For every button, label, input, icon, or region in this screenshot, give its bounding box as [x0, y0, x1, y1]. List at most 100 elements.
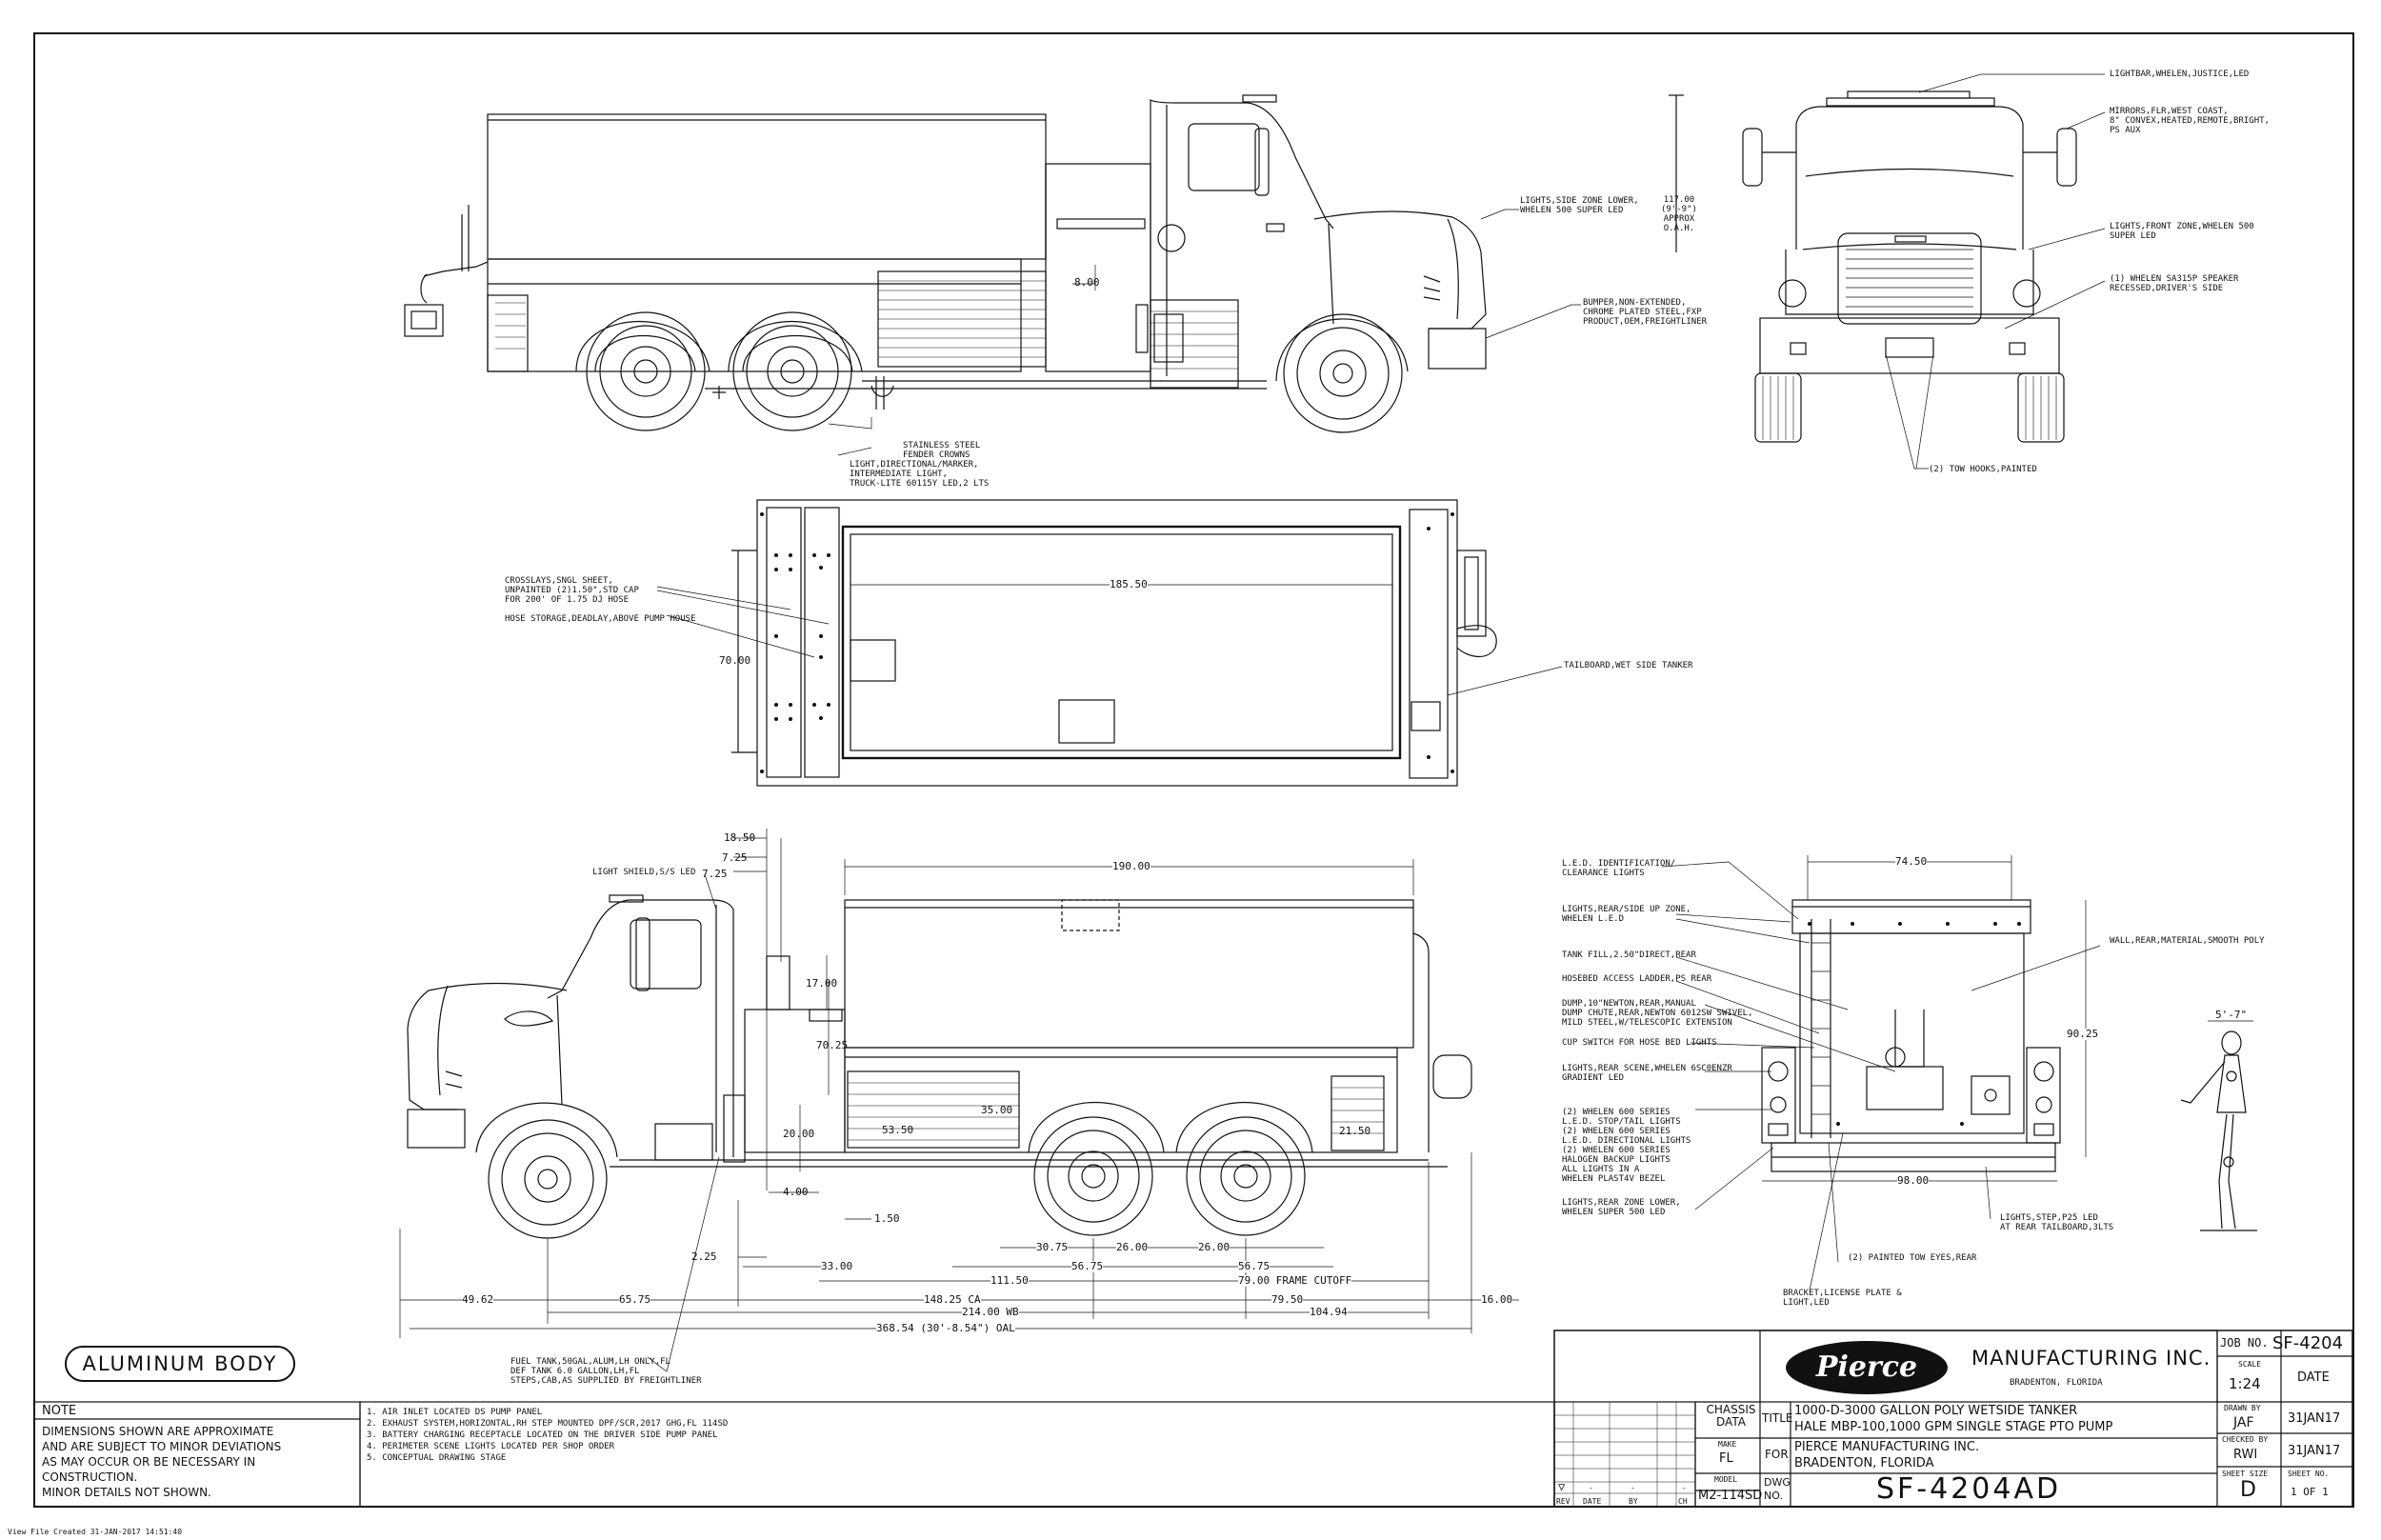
drawn-by-label: DRAWN BY — [2224, 1404, 2261, 1412]
rev-header-ch: CH — [1678, 1497, 1688, 1506]
callout-hose-storage: HOSE STORAGE,DEADLAY,ABOVE PUMP HOUSE — [505, 614, 696, 624]
footer-created: View File Created 31-JAN-2017 14:51:40 — [8, 1528, 183, 1536]
dim-1-50: 1.50 — [874, 1212, 900, 1225]
rev-header-date: DATE — [1583, 1497, 1602, 1506]
dim-16: 16.00 — [1481, 1293, 1513, 1306]
dim-111-50: 111.50 — [990, 1274, 1029, 1287]
callout-side-zone-lights: LIGHTS,SIDE ZONE LOWER, WHELEN 500 SUPER… — [1520, 196, 1639, 215]
callout-tank-fill: TANK FILL,2.50"DIRECT,REAR — [1562, 950, 1696, 960]
dim-98: 98.00 — [1897, 1174, 1930, 1187]
callout-fuel-tank: FUEL TANK,50GAL,ALUM,LH ONLY,FL DEF TANK… — [510, 1357, 702, 1386]
dim-65-75: 65.75 — [619, 1293, 651, 1306]
drawn-date: 31JAN17 — [2288, 1411, 2341, 1426]
dim-148-25-ca: 148.25 CA — [924, 1293, 981, 1306]
callout-mirrors: MIRRORS,FLR,WEST COAST, 8" CONVEX,HEATED… — [2110, 107, 2270, 135]
dim-70: 70.00 — [719, 654, 751, 667]
drawn-by: JAF — [2233, 1415, 2254, 1430]
rev-value-by: - — [1631, 1484, 1635, 1492]
rear-view-leaders — [1661, 861, 2101, 1291]
callout-rear-side-up-zone: LIGHTS,REAR/SIDE UP ZONE, WHELEN L.E.D — [1562, 905, 1691, 924]
model-label: MODEL — [1714, 1475, 1738, 1484]
aluminum-body-label: ALUMINUM BODY — [65, 1346, 295, 1382]
callout-directional-light: LIGHT,DIRECTIONAL/MARKER, INTERMEDIATE L… — [850, 460, 990, 489]
general-note-4: 4. PERIMETER SCENE LIGHTS LOCATED PER SH… — [367, 1442, 615, 1451]
callout-dump: DUMP,10"NEWTON,REAR,MANUAL DUMP CHUTE,RE… — [1562, 999, 1753, 1028]
sheet-border — [33, 32, 2354, 1508]
dim-214-wb: 214.00 WB — [962, 1306, 1019, 1318]
callout-front-zone-lights: LIGHTS,FRONT ZONE,WHELEN 500 SUPER LED — [2110, 222, 2254, 241]
pierce-logo: Pierce — [1786, 1341, 1948, 1394]
callout-bumper: BUMPER,NON-EXTENDED, CHROME PLATED STEEL… — [1583, 298, 1708, 327]
date-label: DATE — [2297, 1370, 2330, 1385]
sheet-size: D — [2240, 1478, 2256, 1502]
title-line-2: HALE MBP-100,1000 GPM SINGLE STAGE PTO P… — [1794, 1420, 2113, 1434]
for-label: FOR — [1765, 1448, 1789, 1461]
rev-header-by: BY — [1629, 1497, 1638, 1506]
general-note-3: 3. BATTERY CHARGING RECEPTACLE LOCATED O… — [367, 1430, 718, 1440]
callout-rear-zone-lights: LIGHTS,REAR ZONE LOWER, WHELEN SUPER 500… — [1562, 1198, 1681, 1217]
callout-tailboard: TAILBOARD,WET SIDE TANKER — [1564, 661, 1693, 670]
side-view-top — [404, 94, 1487, 433]
company-location: BRADENTON, FLORIDA — [2010, 1378, 2103, 1388]
sheet-size-label: SHEET SIZE — [2222, 1470, 2269, 1478]
callout-tow-eyes: (2) PAINTED TOW EYES,REAR — [1848, 1253, 1977, 1263]
side-view-bottom — [407, 894, 1472, 1239]
sheet-no: 1 OF 1 — [2291, 1486, 2329, 1498]
callout-light-shield: LIGHT SHIELD,S/S LED — [592, 868, 696, 877]
plan-view-leaders — [656, 586, 1563, 696]
dim-26-a: 26.00 — [1116, 1241, 1149, 1253]
dim-8: 8.00 — [1074, 276, 1100, 289]
callout-whelen-600-series: (2) WHELEN 600 SERIES L.E.D. STOP/TAIL L… — [1562, 1108, 1691, 1184]
job-no-label: JOB NO. — [2220, 1336, 2269, 1350]
dim-frame-cutoff: 79.00 FRAME CUTOFF — [1238, 1274, 1352, 1287]
checked-by: RWI — [2233, 1448, 2258, 1462]
dim-56-75-a: 56.75 — [1071, 1260, 1104, 1272]
dim-overall-height: 117.00 (9'-9") APPROX O.A.H. — [1661, 195, 1697, 233]
dim-30-75: 30.75 — [1036, 1241, 1069, 1253]
dim-20: 20.00 — [783, 1128, 815, 1140]
dim-185-50: 185.50 — [1110, 578, 1148, 590]
general-note-2: 2. EXHAUST SYSTEM,HORIZONTAL,RH STEP MOU… — [367, 1419, 729, 1429]
job-no: SF-4204 — [2272, 1333, 2344, 1353]
callout-step-lights: LIGHTS,STEP,P25 LED AT REAR TAILBOARD,3L… — [2000, 1213, 2114, 1232]
dim-18-50: 18.50 — [724, 831, 756, 844]
callout-speaker: (1) WHELEN SA315P SPEAKER RECESSED,DRIVE… — [2110, 274, 2239, 293]
for-line-1: PIERCE MANUFACTURING INC. — [1794, 1440, 1980, 1454]
dim-190: 190.00 — [1112, 860, 1150, 872]
dim-7-25-b: 7.25 — [702, 868, 728, 880]
note-heading: NOTE — [42, 1404, 77, 1418]
dim-56-75-b: 56.75 — [1238, 1260, 1271, 1272]
dim-21-50: 21.50 — [1339, 1125, 1371, 1137]
scale-value: 1:24 — [2229, 1375, 2261, 1392]
dim-7-25-a: 7.25 — [722, 851, 748, 864]
side-view-bottom-dims — [399, 829, 1519, 1338]
sheet-no-label: SHEET NO. — [2288, 1470, 2330, 1478]
callout-crosslays: CROSSLAYS,SNGL SHEET, UNPAINTED (2)1.50"… — [505, 576, 639, 605]
make-label: MAKE — [1718, 1440, 1737, 1449]
dim-53-50: 53.50 — [882, 1124, 914, 1136]
for-line-2: BRADENTON, FLORIDA — [1794, 1456, 1934, 1470]
callout-rear-wall: WALL,REAR,MATERIAL,SMOOTH POLY — [2110, 936, 2265, 946]
dim-oal: 368.54 (30'-8.54") OAL — [876, 1322, 1015, 1334]
rev-triangle-icon: ▽ — [1558, 1480, 1566, 1493]
dim-26-b: 26.00 — [1198, 1241, 1231, 1253]
chassis-data-label: CHASSIS DATA — [1706, 1403, 1756, 1429]
callout-fender-crowns: STAINLESS STEEL FENDER CROWNS — [903, 441, 981, 460]
callout-hosebed-ladder: HOSEBED ACCESS LADDER,PS REAR — [1562, 974, 1712, 984]
note-line-4: CONSTRUCTION. — [42, 1470, 138, 1484]
general-note-5: 5. CONCEPTUAL DRAWING STAGE — [367, 1453, 507, 1463]
dim-17: 17.00 — [806, 977, 838, 990]
dim-104-94: 104.94 — [1310, 1306, 1348, 1318]
callout-cup-switch: CUP SWITCH FOR HOSE BED LIGHTS — [1562, 1038, 1717, 1048]
checked-by-label: CHECKED BY — [2222, 1435, 2269, 1444]
model-value: M2-114SD — [1698, 1489, 1763, 1503]
note-line-3: AS MAY OCCUR OR BE NECESSARY IN — [42, 1455, 256, 1469]
dim-4: 4.00 — [783, 1186, 809, 1198]
front-view-leaders — [1885, 73, 2106, 470]
dim-35: 35.00 — [981, 1104, 1013, 1116]
company-name: MANUFACTURING INC. — [1971, 1347, 2211, 1370]
scale-label: SCALE — [2238, 1360, 2262, 1369]
plan-view — [731, 499, 1497, 787]
checked-date: 31JAN17 — [2288, 1444, 2341, 1458]
